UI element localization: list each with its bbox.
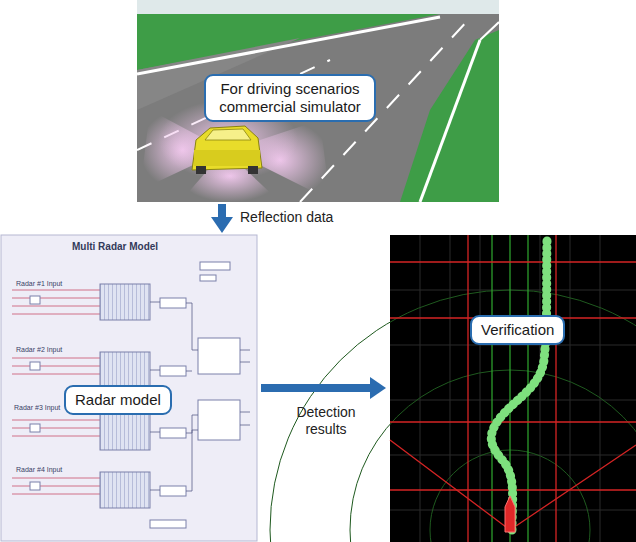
arrow-shaft [218, 204, 226, 219]
flow-arrow [211, 204, 233, 233]
edge-label: Detection results [280, 404, 372, 438]
screen-title: Multi Radar Model [72, 241, 158, 252]
arrow-head [211, 217, 233, 233]
callout-box: Verification [470, 315, 565, 345]
arrow-shaft [261, 384, 372, 392]
edge-label: Reflection data [240, 209, 333, 226]
callout-box: Radar model [64, 385, 172, 415]
port-label: Radar #1 Input [16, 280, 62, 287]
port-label: Radar #4 Input [16, 466, 62, 473]
port-label: Radar #2 Input [16, 346, 62, 353]
image-panel: For driving scenarios commercial simulat… [137, 0, 499, 202]
callout-box: For driving scenarios commercial simulat… [204, 74, 376, 122]
flow-arrow [261, 377, 386, 399]
driving-scene [137, 0, 499, 202]
radar-model-screenshot [1, 235, 257, 541]
image-panel: Verification [390, 235, 636, 542]
port-label: Radar #3 Input [14, 404, 60, 411]
arrow-head [370, 377, 386, 399]
